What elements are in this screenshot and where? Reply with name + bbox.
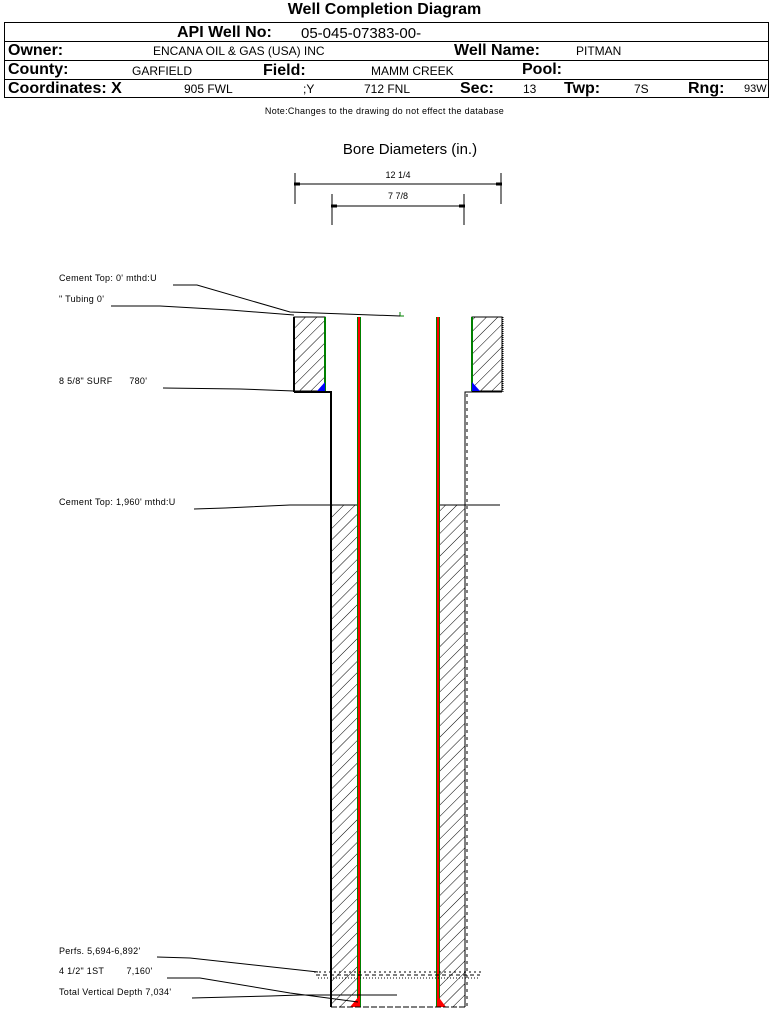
surface-shoe-right bbox=[472, 382, 480, 391]
coords-row: Coordinates: X 905 FWL ;Y 712 FNL Sec: 1… bbox=[5, 80, 768, 99]
surface-shoe-left bbox=[317, 382, 325, 391]
sec-label: Sec: bbox=[460, 80, 494, 97]
twp-value: 7S bbox=[634, 82, 649, 96]
callout-production-casing: 4 1/2" 1ST 7,160' bbox=[59, 966, 153, 976]
callout-perfs: Perfs. 5,694-6,892' bbox=[59, 946, 141, 956]
bore-label-1: 12 1/4 bbox=[385, 170, 410, 180]
bore-diameters-title: Bore Diameters (in.) bbox=[342, 141, 478, 158]
callout-tvd: Total Vertical Depth 7,034' bbox=[59, 987, 172, 997]
well-name-value: PITMAN bbox=[576, 44, 622, 58]
production-shoe-right bbox=[437, 995, 446, 1007]
surface-cement-right bbox=[471, 316, 503, 392]
owner-row: Owner: ENCANA OIL & GAS (USA) INC Well N… bbox=[5, 42, 768, 61]
field-value: MAMM CREEK bbox=[371, 64, 454, 78]
coords-y-value: 712 FNL bbox=[364, 82, 411, 96]
api-value: 05-045-07383-00- bbox=[301, 25, 422, 42]
coords-x-value: 905 FWL bbox=[184, 82, 233, 96]
api-label: API Well No: bbox=[177, 24, 272, 41]
county-label: County: bbox=[8, 61, 69, 78]
callout-cement-top-production: Cement Top: 1,960' mthd:U bbox=[59, 497, 176, 507]
owner-value: ENCANA OIL & GAS (USA) INC bbox=[153, 44, 325, 58]
callout-tubing: " Tubing 0' bbox=[59, 294, 105, 304]
bore-dimension-7-7-8 bbox=[331, 194, 465, 225]
page-title: Well Completion Diagram bbox=[287, 1, 482, 18]
county-value: GARFIELD bbox=[132, 64, 193, 78]
owner-label: Owner: bbox=[8, 42, 64, 59]
production-shoe-left bbox=[350, 995, 360, 1007]
bore-label-2: 7 7/8 bbox=[388, 191, 408, 201]
field-label: Field: bbox=[263, 62, 306, 79]
bore-dimension-12-1-4 bbox=[294, 173, 502, 204]
perforations bbox=[314, 971, 482, 979]
callout-cement-top-surface: Cement Top: 0' mthd:U bbox=[59, 273, 157, 283]
twp-label: Twp: bbox=[564, 80, 601, 97]
coords-y-label: ;Y bbox=[303, 82, 315, 96]
surface-cement-left bbox=[293, 316, 326, 392]
production-cement-right bbox=[440, 505, 465, 1007]
county-row: County: GARFIELD Field: MAMM CREEK Pool: bbox=[5, 61, 768, 80]
sec-value: 13 bbox=[523, 82, 537, 96]
pool-label: Pool: bbox=[522, 61, 562, 78]
well-name-label: Well Name: bbox=[454, 42, 540, 59]
database-note: Note:Changes to the drawing do not effec… bbox=[264, 106, 505, 116]
production-cement-left bbox=[332, 505, 358, 1007]
rng-value: 93W bbox=[744, 83, 767, 95]
api-row: API Well No: 05-045-07383-00- bbox=[5, 23, 768, 42]
well-header-table: API Well No: 05-045-07383-00- Owner: ENC… bbox=[4, 22, 769, 98]
rng-label: Rng: bbox=[688, 80, 725, 97]
coords-label: Coordinates: X bbox=[8, 80, 122, 97]
callout-surface-casing: 8 5/8" SURF 780' bbox=[59, 376, 148, 386]
